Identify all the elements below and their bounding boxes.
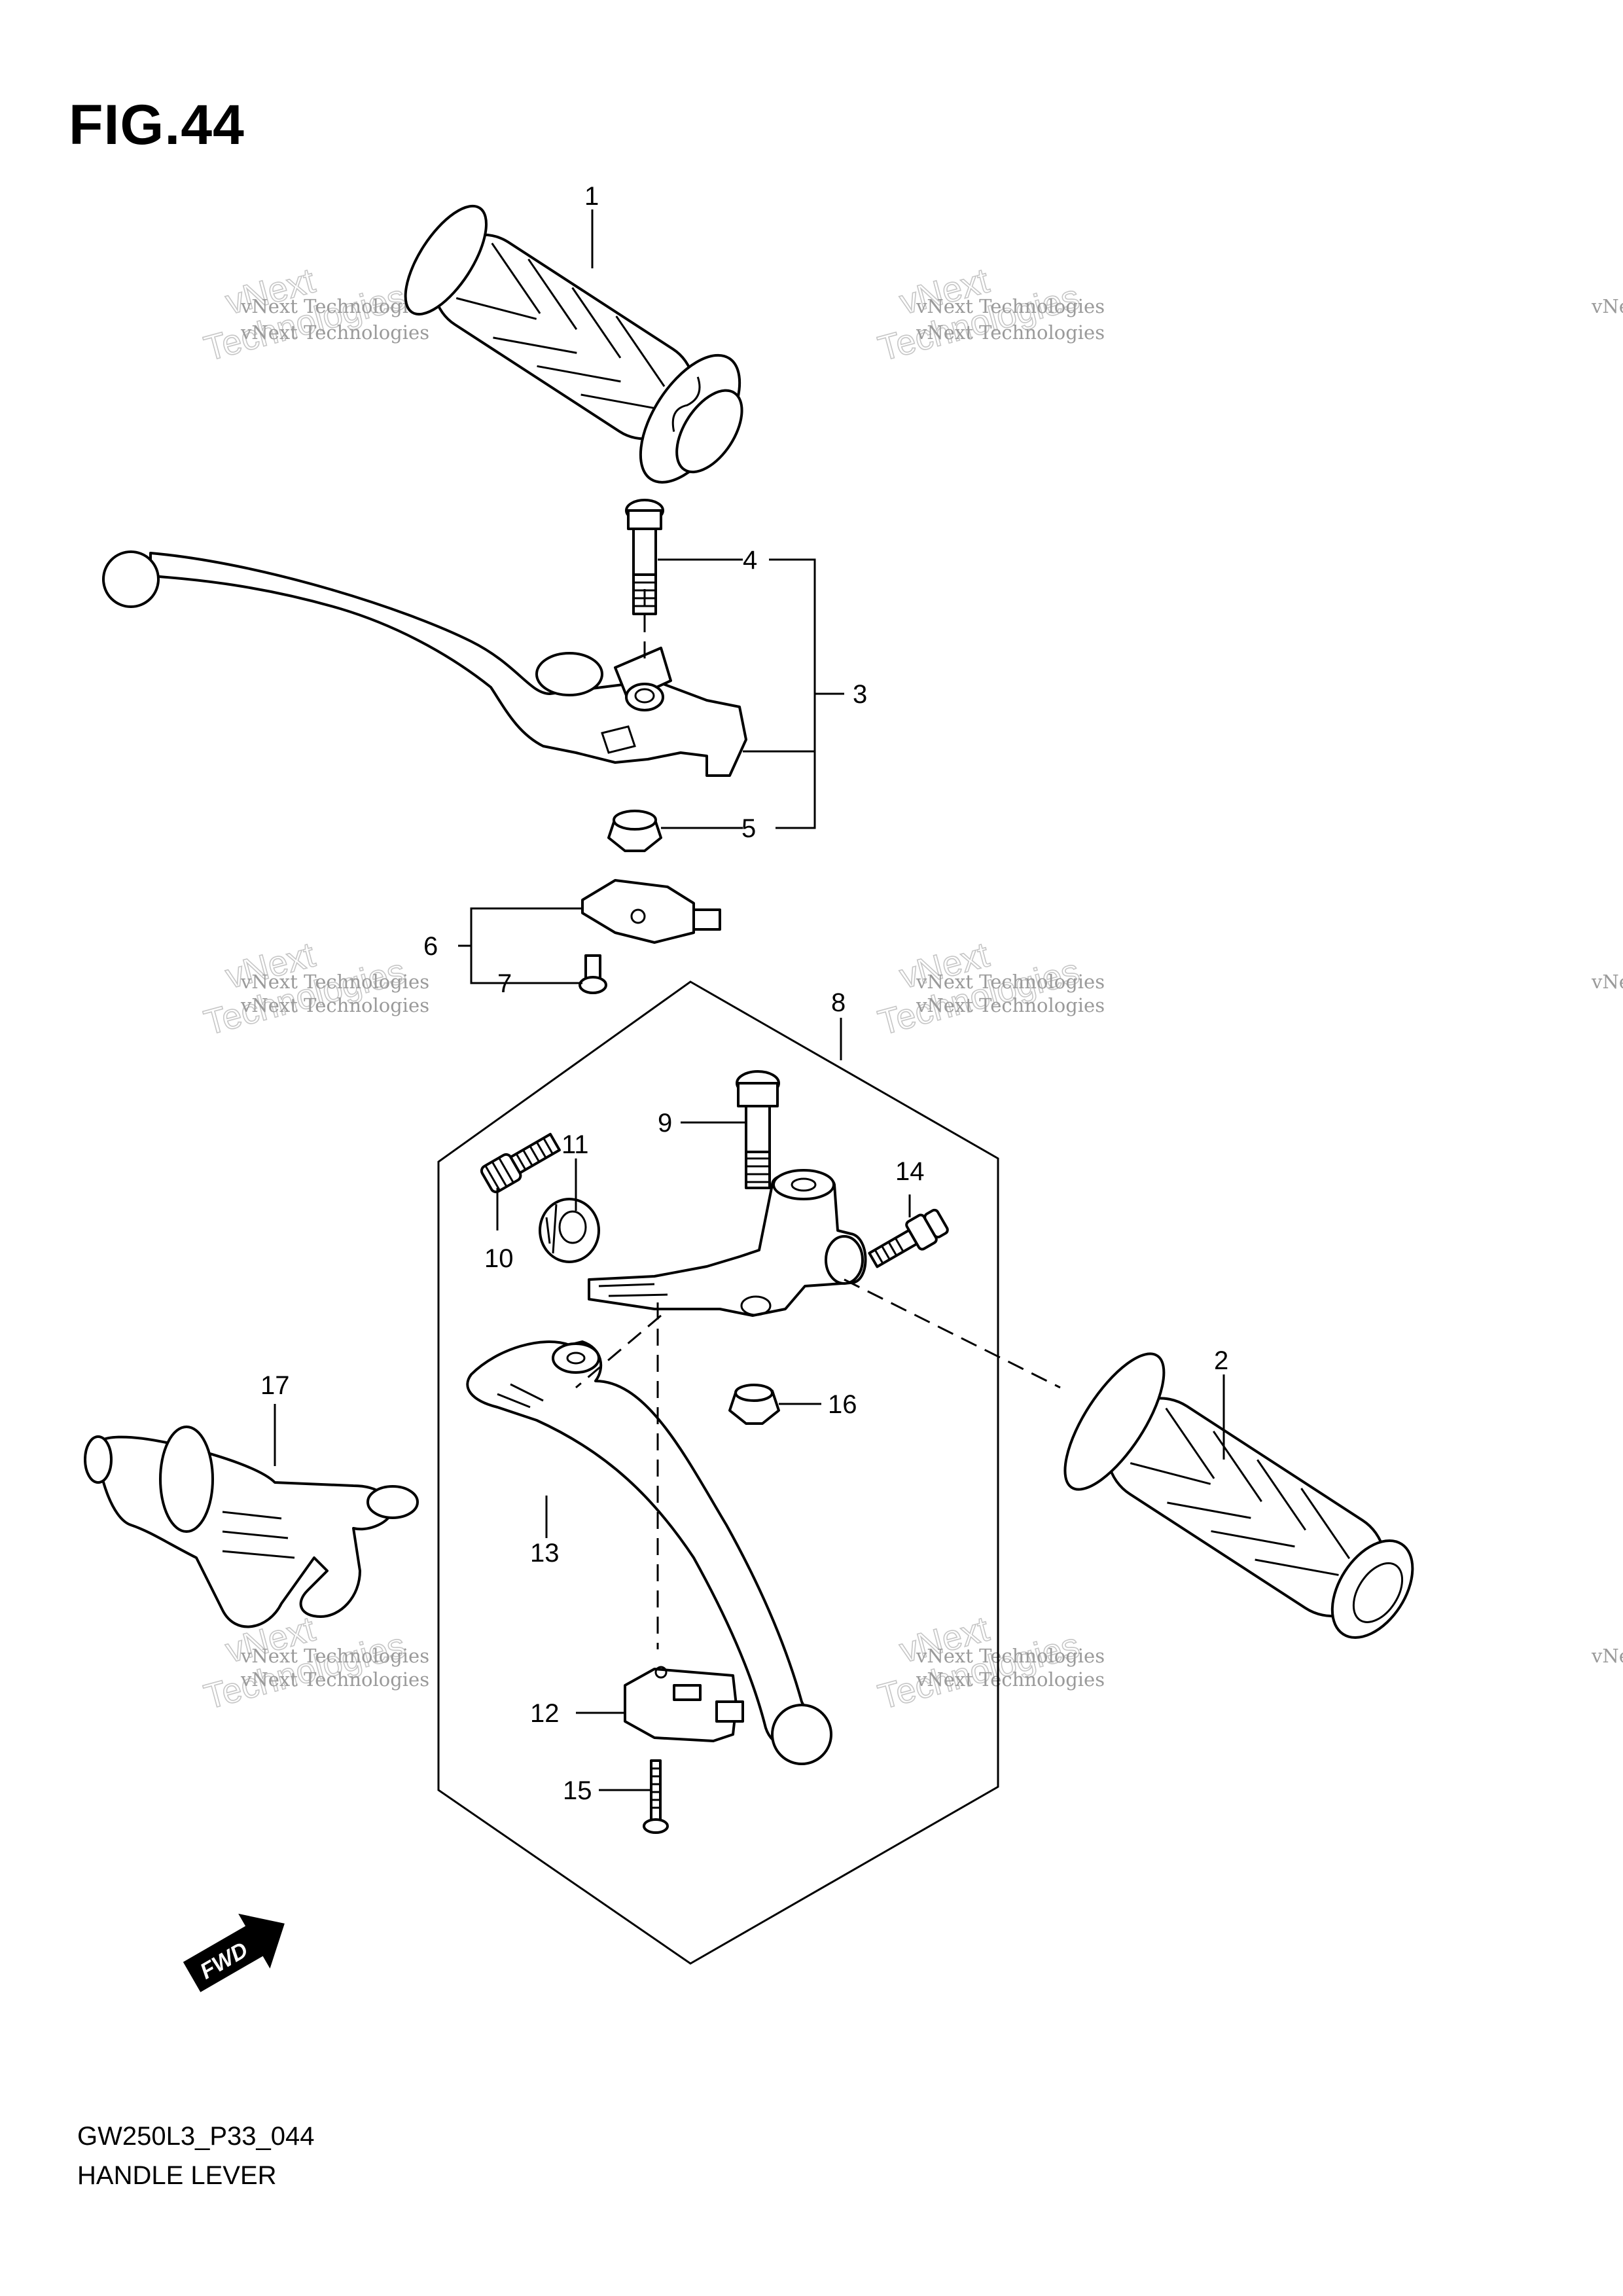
- figure-title: FIG.44: [69, 94, 245, 156]
- callout-17: 17: [260, 1371, 290, 1400]
- part-8-lever-holder: [588, 1169, 867, 1317]
- callout-1: 1: [584, 182, 599, 211]
- callout-5: 5: [741, 814, 756, 843]
- watermark-text: vNext Technologies: [916, 971, 1105, 993]
- part-17-lever-guard: [84, 1426, 419, 1628]
- figure-name: HANDLE LEVER: [77, 2161, 277, 2190]
- part-1-throttle-grip: [404, 204, 743, 484]
- part-7-screw: [579, 954, 607, 994]
- callout-7: 7: [497, 969, 512, 998]
- callout-11: 11: [562, 1130, 589, 1159]
- part-8-assembly-frame: [437, 980, 999, 1965]
- watermark-text: vNext: [1591, 971, 1623, 993]
- watermark-text: vNext: [1591, 295, 1623, 317]
- watermark-text: vNext Technologies: [916, 1645, 1105, 1667]
- callout-numbers: 1 2 3 4 5 6 7 8 9 10 11 12 13 14 15 16 1…: [260, 182, 1228, 1805]
- leader-lines: [274, 209, 1225, 1791]
- callout-2: 2: [1214, 1346, 1228, 1375]
- part-9-bolt: [736, 1070, 780, 1189]
- callout-15: 15: [563, 1776, 592, 1805]
- part-12-clutch-switch: [624, 1666, 744, 1742]
- alignment-lines: [575, 589, 1061, 1649]
- callout-10: 10: [484, 1244, 514, 1273]
- watermark-text: vNext Technologies: [240, 1668, 429, 1691]
- part-2-handle-grip: [1063, 1352, 1414, 1639]
- part-16-nut: [728, 1384, 780, 1425]
- watermark-text: vNext Technologies: [916, 994, 1105, 1016]
- model-code: GW250L3_P33_044: [77, 2122, 315, 2151]
- watermark-text: vNext Technologies: [916, 1668, 1105, 1691]
- callout-13: 13: [530, 1539, 560, 1568]
- callout-9: 9: [658, 1109, 672, 1138]
- callout-16: 16: [828, 1390, 857, 1419]
- part-5-nut: [607, 810, 662, 852]
- part-4-bolt: [625, 499, 664, 615]
- watermark-text: vNext Technologies: [916, 321, 1105, 344]
- watermark-text: vNext: [1591, 1645, 1623, 1667]
- watermark-text: vNext Technologies: [240, 295, 429, 317]
- watermark-text: vNext Technologies: [240, 1645, 429, 1667]
- watermark-text: vNext Technologies: [240, 994, 429, 1016]
- fwd-arrow-icon: FWD: [183, 1913, 285, 1992]
- callout-12: 12: [530, 1699, 560, 1728]
- part-15-screw: [643, 1759, 669, 1834]
- part-10-adjuster-bolt: [480, 1132, 561, 1194]
- callout-8: 8: [831, 988, 846, 1017]
- part-11-washer: [539, 1198, 600, 1263]
- part-6-front-brake-switch: [581, 879, 721, 944]
- callout-14: 14: [895, 1157, 925, 1186]
- part-13-clutch-lever: [466, 1340, 832, 1765]
- watermark-text: vNext Technologies: [916, 295, 1105, 317]
- watermark-text: vNext Technologies: [240, 321, 429, 344]
- watermark-text: vNext Technologies: [240, 971, 429, 993]
- callout-3: 3: [853, 680, 867, 709]
- callout-6: 6: [423, 932, 438, 961]
- part-3-brake-lever-assembly: [102, 550, 747, 777]
- callout-4: 4: [743, 546, 757, 575]
- part-14-bolt: [868, 1208, 949, 1268]
